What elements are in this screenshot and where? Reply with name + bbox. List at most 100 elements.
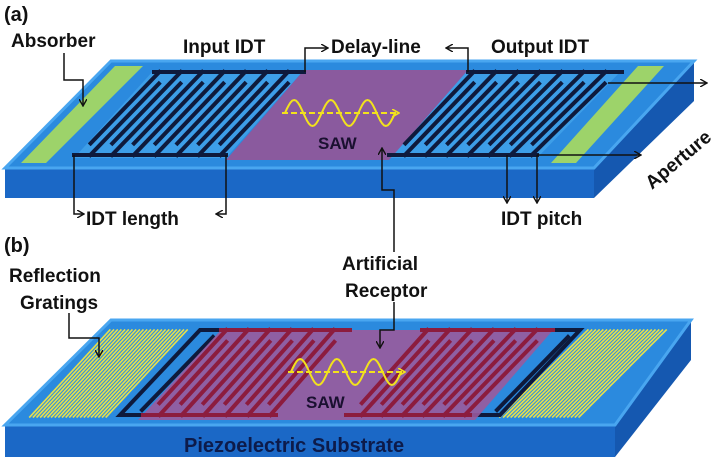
input-idt-finger [131, 69, 206, 147]
output-idt-finger [423, 80, 499, 158]
receptor-idt-left-finger [266, 327, 337, 406]
reflection-grating-left-line [54, 328, 137, 419]
receptor-idt-left-finger [223, 339, 294, 418]
reflection-grating-right-line [547, 328, 638, 419]
receptor-idt-right-finger [462, 339, 539, 418]
output-idt-finger [402, 80, 477, 158]
saw-label-a: SAW [318, 134, 358, 153]
idt-length-left-arrow [73, 155, 83, 214]
input-idt-finger [109, 80, 184, 158]
panel-a [1, 59, 698, 198]
idt-pitch-label: IDT pitch [501, 209, 582, 230]
reflection-grating-right-line [562, 328, 653, 419]
reflection-grating-left-line [72, 328, 156, 419]
reflector-inner-line-right [494, 334, 571, 413]
output-idt-finger [530, 69, 609, 147]
receptor-idt-right-finger [442, 327, 518, 406]
receptor-idt-right-finger [441, 339, 518, 418]
reflection-grating-right-line [566, 328, 657, 419]
receptor-idt-right-finger [420, 339, 496, 418]
receptor-pointer-arrow-b [380, 302, 395, 347]
receptor-idt-left-finger [222, 327, 294, 406]
reflection-grating-left-line [35, 328, 119, 419]
reflection-grating-right-line [502, 328, 593, 419]
reflection-grating-right-line [577, 328, 668, 419]
reflection-grating-left-line [86, 328, 170, 419]
artificial-receptor-label-line1: Artificial [342, 254, 418, 275]
reflection-grating-right-line [528, 328, 619, 419]
output-idt-finger [487, 69, 565, 147]
reflection-grating-right-line [510, 328, 601, 419]
input-idt-finger [174, 69, 248, 147]
reflection-grating-left-line [50, 328, 134, 419]
output-idt-finger [466, 69, 543, 147]
reflector-bracket-right [470, 328, 585, 417]
reflection-gratings-label-line1: Reflection [9, 266, 101, 287]
receptor-idt-left-finger [156, 327, 230, 406]
reflection-grating-right-line [574, 328, 664, 419]
delay-line-right-arrow [447, 48, 469, 72]
receptor-idt-left-finger [245, 339, 316, 418]
substrate-label: Piezoelectric Substrate [184, 435, 404, 457]
receptor-idt-left-finger [201, 339, 273, 418]
receptor-idt-right-finger [359, 327, 431, 406]
absorber-pointer-arrow [63, 53, 83, 105]
output-idt-finger [486, 80, 564, 158]
receptor-idt-left-finger [178, 339, 251, 418]
reflection-grating-left-line [68, 328, 152, 419]
reflection-grating-left-line [90, 328, 174, 419]
reflection-grating-right-line [559, 328, 649, 419]
reflector-inner-line-left [139, 334, 216, 413]
reflection-grating-left-line [105, 328, 189, 419]
output-idt-finger [465, 80, 542, 158]
reflection-grating-left-line [28, 328, 111, 419]
reflection-grating-right-line [551, 328, 642, 419]
output-idt-label: Output IDT [491, 37, 590, 58]
output-idt-finger [402, 69, 477, 147]
reflection-grating-right-line [570, 328, 660, 419]
input-idt-finger [152, 69, 227, 147]
panel-b-label: (b) [4, 235, 30, 257]
reflection-grating-right-line [544, 328, 634, 419]
idt-length-label: IDT length [86, 209, 179, 230]
output-idt-finger [423, 69, 499, 147]
input-idt-finger [174, 80, 248, 158]
reflection-grating-left-line [39, 328, 123, 419]
reflection-grating-left-line [101, 328, 185, 419]
reflection-grating-right-line [517, 328, 608, 419]
idt-length-right-arrow [217, 155, 227, 214]
receptor-idt-right-finger [379, 327, 453, 406]
reflection-grating-right-line [506, 328, 597, 419]
panel-b [1, 318, 694, 457]
input-idt-finger [109, 69, 184, 147]
reflection-grating-right-line [525, 328, 616, 419]
reflection-grating-right-line [536, 328, 627, 419]
input-idt-finger [196, 69, 270, 147]
input-idt-finger [196, 80, 270, 158]
delay-line-left-arrow [304, 48, 327, 72]
reflection-grating-left-line [97, 328, 181, 419]
reflection-grating-left-line [57, 328, 141, 419]
substrate-front-face [5, 168, 594, 198]
input-idt-finger [152, 80, 227, 158]
reflection-grating-left-line [94, 328, 178, 419]
reflection-grating-left-line [32, 328, 115, 419]
delay-line-region [226, 70, 468, 160]
receptor-idt-right-finger [358, 339, 431, 418]
reflection-gratings-label-line2: Gratings [20, 293, 98, 314]
delay-line-label: Delay-line [331, 37, 421, 58]
substrate-side-face [594, 61, 694, 198]
receptor-idt-right-finger [400, 327, 474, 406]
output-idt-finger [508, 69, 587, 147]
reflection-grating-left-line [43, 328, 126, 419]
absorber-left [21, 66, 143, 163]
input-idt-finger [87, 69, 163, 147]
annotations [63, 48, 706, 356]
substrate-front-face [5, 425, 615, 457]
output-idt-finger [445, 69, 521, 147]
receptor-idt-left-finger [178, 327, 251, 406]
input-idt-finger [217, 69, 291, 147]
output-idt-finger [444, 80, 520, 158]
